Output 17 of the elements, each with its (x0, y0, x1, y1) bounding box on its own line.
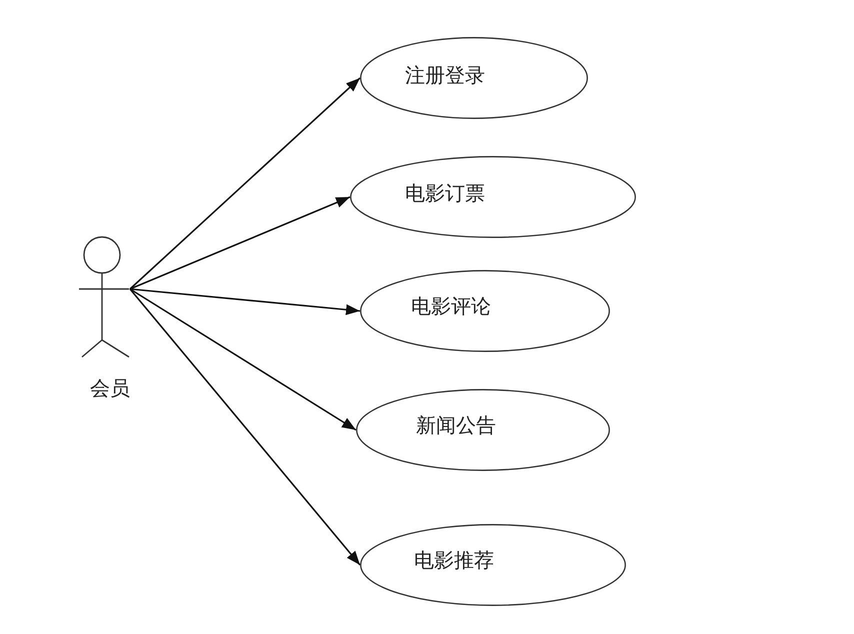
use-case-label: 新闻公告 (416, 415, 496, 435)
arrow (129, 77, 361, 290)
use-case-ellipse (350, 156, 636, 238)
use-case-label: 注册登录 (405, 65, 485, 85)
stick-figure (78, 235, 130, 358)
arrow (129, 288, 361, 566)
arrow (130, 288, 360, 316)
use-case-ellipse (356, 389, 610, 471)
use-case-label: 电影评论 (411, 296, 491, 316)
actor-label: 会员 (90, 378, 130, 398)
use-case-ellipse (360, 270, 610, 352)
arrow (130, 288, 356, 431)
use-case-label: 电影订票 (405, 183, 485, 203)
use-case-ellipse (360, 524, 626, 606)
use-case-ellipse (360, 37, 588, 119)
arrow (130, 196, 350, 290)
use-case-label: 电影推荐 (414, 550, 494, 570)
